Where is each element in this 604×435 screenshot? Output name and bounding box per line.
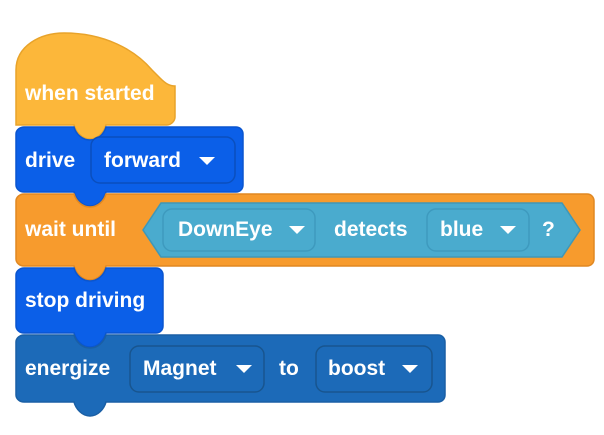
- energize-device-value[interactable]: Magnet: [143, 357, 217, 380]
- drive-direction-value[interactable]: forward: [104, 149, 182, 172]
- when-started-label: when started: [25, 82, 155, 105]
- boolean-detects-label: detects: [334, 218, 408, 241]
- energize-to-label: to: [279, 357, 299, 380]
- wait-until-label: wait until: [25, 218, 116, 241]
- block-wait-until[interactable]: [15, 193, 595, 281]
- boolean-sensor-value[interactable]: DownEye: [178, 218, 273, 241]
- block-stop-driving[interactable]: [15, 267, 164, 348]
- when-started-shape[interactable]: [15, 32, 176, 140]
- chevron-down-icon[interactable]: [236, 365, 252, 373]
- energize-label: energize: [25, 357, 111, 380]
- stop-driving-label: stop driving: [25, 289, 146, 312]
- drive-label: drive: [25, 149, 76, 172]
- stop-driving-shape[interactable]: [15, 267, 164, 348]
- drive-direction-field[interactable]: [90, 136, 236, 184]
- energize-device-field[interactable]: [129, 345, 265, 393]
- energize-mode-field[interactable]: [315, 345, 433, 393]
- boolean-question-mark: ?: [542, 218, 555, 241]
- energize-mode-value[interactable]: boost: [328, 357, 386, 380]
- block-drive[interactable]: [15, 126, 244, 207]
- boolean-color-field[interactable]: [426, 208, 530, 252]
- chevron-down-icon[interactable]: [289, 226, 305, 234]
- chevron-down-icon[interactable]: [402, 365, 418, 373]
- chevron-down-icon[interactable]: [199, 157, 215, 165]
- boolean-color-value[interactable]: blue: [440, 218, 484, 241]
- chevron-down-icon[interactable]: [500, 226, 516, 234]
- block-when-started[interactable]: [15, 32, 176, 140]
- block-energize[interactable]: [15, 334, 446, 417]
- boolean-sensor-field[interactable]: [162, 208, 316, 252]
